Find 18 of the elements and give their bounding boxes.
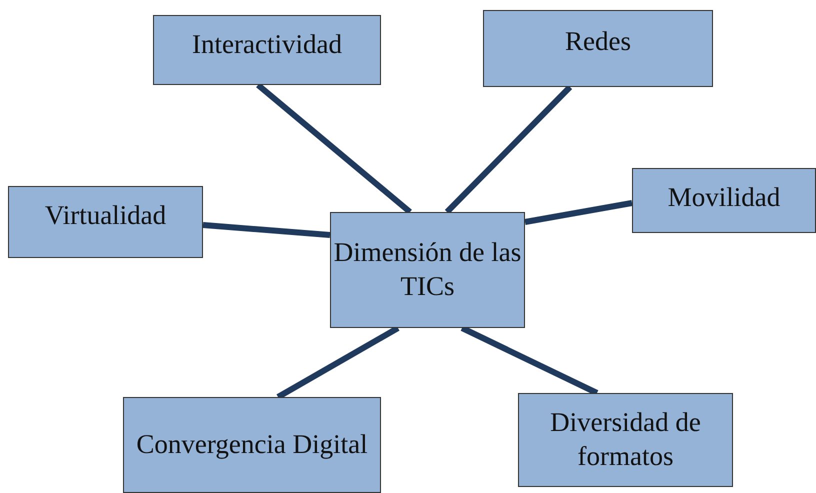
concept-box — [518, 393, 733, 487]
connector-line — [524, 200, 633, 225]
node-label: Diversidad de formatos — [549, 406, 702, 473]
node-label: Dimensión de las TICs — [332, 236, 522, 303]
node-label: Redes — [565, 25, 631, 58]
node-label: Virtualidad — [44, 199, 166, 232]
concept-box — [483, 10, 713, 87]
connector-line — [256, 82, 412, 214]
concept-box — [330, 212, 525, 328]
concept-box — [632, 168, 816, 233]
connector-line — [444, 84, 572, 214]
node-label: Interactividad — [192, 28, 342, 61]
concept-box — [8, 186, 203, 258]
node-label: Convergencia Digital — [136, 428, 368, 462]
node-label: Movilidad — [668, 181, 780, 214]
concept-box — [123, 397, 381, 493]
connector-line — [202, 222, 330, 238]
concept-box — [153, 15, 381, 85]
